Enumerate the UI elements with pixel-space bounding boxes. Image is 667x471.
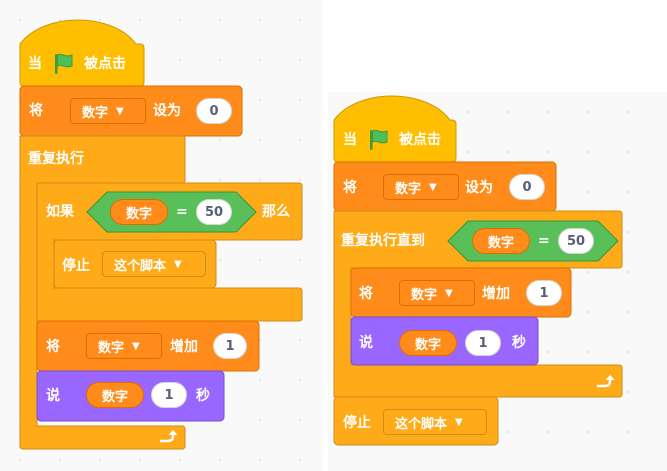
script1-if-then: 那么 (262, 204, 290, 220)
script1-change-label: 将 (46, 339, 60, 355)
script1-set-value-input[interactable]: 0 (196, 98, 232, 124)
script2-set-value-input[interactable]: 0 (509, 174, 545, 200)
script1-change-variable-dropdown[interactable]: 数字 ▼ (86, 333, 162, 359)
dropdown-value: 数字 (82, 105, 109, 121)
caret-down-icon: ▼ (116, 105, 124, 117)
dropdown-value: 数字 (395, 181, 422, 197)
script2-say-reporter[interactable]: 数字 (399, 330, 457, 356)
script2-stop-option-dropdown[interactable]: 这个脚本 ▼ (383, 409, 487, 435)
dropdown-value: 数字 (411, 287, 438, 303)
dropdown-value: 这个脚本 (395, 416, 448, 432)
script1-set-variable-dropdown[interactable]: 数字 ▼ (70, 98, 146, 124)
script1-say-reporter[interactable]: 数字 (86, 382, 144, 408)
green-flag-icon (370, 129, 388, 150)
script2-change-label: 将 (359, 286, 373, 302)
caret-down-icon: ▼ (132, 340, 140, 352)
loop-arrow-icon (159, 430, 178, 443)
script2-hat-block[interactable] (333, 95, 457, 163)
script1-forever-block[interactable] (19, 135, 186, 450)
script2-repeat-value-input[interactable]: 50 (558, 228, 594, 254)
script1-if-operator: = (176, 204, 188, 220)
caret-down-icon: ▼ (429, 181, 437, 193)
script2-change-variable-dropdown[interactable]: 数字 ▼ (399, 280, 475, 306)
script2-say-unit: 秒 (512, 335, 526, 351)
script1-hat-suffix: 被点击 (84, 56, 126, 72)
caret-down-icon: ▼ (445, 287, 453, 299)
loop-arrow-icon (596, 375, 615, 388)
script1-if-value-input[interactable]: 50 (196, 199, 232, 225)
script1-stop-option-dropdown[interactable]: 这个脚本 ▼ (102, 251, 206, 277)
script1-say-label: 说 (46, 388, 60, 404)
green-flag-icon (55, 53, 73, 74)
script1-change-action: 增加 (170, 339, 198, 355)
dropdown-value: 数字 (98, 340, 125, 356)
script1-say-secs-input[interactable]: 1 (151, 382, 187, 408)
script2-set-label: 将 (343, 180, 357, 196)
script2-change-value-input[interactable]: 1 (526, 280, 562, 306)
script2-set-variable-dropdown[interactable]: 数字 ▼ (383, 174, 459, 200)
script2-say-secs-input[interactable]: 1 (465, 330, 501, 356)
script1-forever-label: 重复执行 (28, 151, 84, 167)
script2-say-label: 说 (359, 335, 373, 351)
script1-say-unit: 秒 (196, 388, 210, 404)
script2-stop-label: 停止 (343, 415, 371, 431)
script2-hat-suffix: 被点击 (399, 132, 441, 148)
script2-repeat-until-label: 重复执行直到 (341, 233, 425, 249)
script1-hat-block[interactable] (19, 19, 145, 87)
script2-repeat-variable-reporter[interactable]: 数字 (472, 228, 530, 254)
caret-down-icon: ▼ (455, 416, 463, 428)
script1-set-label: 将 (29, 103, 43, 119)
script1-change-value-input[interactable]: 1 (213, 333, 247, 359)
script2-set-action: 设为 (465, 180, 493, 196)
script2-repeat-operator: = (538, 233, 550, 249)
script1-hat-prefix: 当 (28, 56, 42, 72)
script2-hat-prefix: 当 (343, 132, 357, 148)
script1-stop-label: 停止 (62, 258, 90, 274)
script1-if-variable-reporter[interactable]: 数字 (110, 199, 168, 225)
script2-change-action: 增加 (482, 286, 510, 302)
dropdown-value: 这个脚本 (114, 258, 167, 274)
script1-if-label: 如果 (46, 204, 74, 220)
script1-set-action: 设为 (153, 103, 181, 119)
caret-down-icon: ▼ (174, 258, 182, 270)
